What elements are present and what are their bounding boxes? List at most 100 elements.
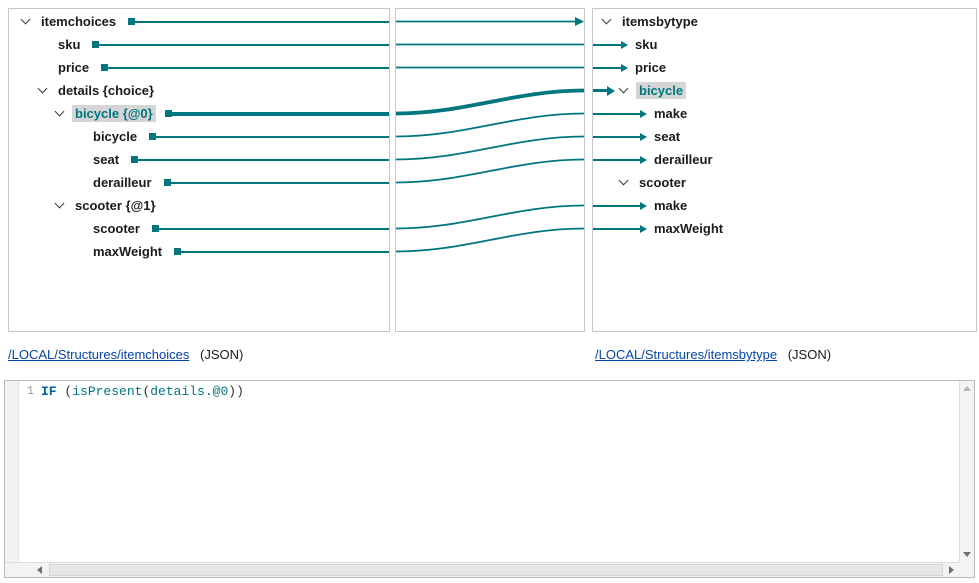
connection-wire[interactable] — [181, 250, 389, 253]
connection-canvas[interactable] — [395, 8, 585, 332]
node-label[interactable]: derailleur — [93, 175, 152, 190]
chevron-down-icon[interactable] — [54, 106, 65, 117]
node-label[interactable]: make — [654, 198, 688, 213]
chevron-down-icon[interactable] — [618, 175, 629, 186]
connection-wire[interactable] — [593, 66, 621, 69]
source-node-seat[interactable]: seat — [9, 148, 389, 171]
target-document-link[interactable]: /LOCAL/Structures/itemsbytype — [595, 347, 778, 362]
source-node-details[interactable]: details {choice} — [9, 79, 389, 102]
node-label[interactable]: maxWeight — [654, 221, 724, 236]
connection-wire[interactable] — [593, 204, 640, 207]
chevron-down-icon[interactable] — [618, 83, 629, 94]
scroll-right-icon[interactable] — [944, 563, 959, 577]
source-document-row: /LOCAL/Structures/itemchoices (JSON) — [8, 347, 243, 362]
connection-wire[interactable] — [156, 135, 389, 138]
chevron-down-icon[interactable] — [37, 83, 48, 94]
source-node-scooter[interactable]: scooter — [9, 217, 389, 240]
source-document-link[interactable]: /LOCAL/Structures/itemchoices — [8, 347, 190, 362]
node-label[interactable]: itemchoices — [41, 14, 117, 29]
node-label[interactable]: sku — [58, 37, 81, 52]
target-node-make-2[interactable]: make — [593, 194, 976, 217]
node-label-selected[interactable]: bicycle — [636, 82, 687, 99]
node-label[interactable]: derailleur — [654, 152, 713, 167]
expression-editor: 1 IF (isPresent(details.@0)) — [4, 380, 975, 578]
horizontal-scrollbar[interactable] — [5, 562, 959, 577]
node-label[interactable]: maxWeight — [93, 244, 163, 259]
arrowhead-icon — [621, 40, 628, 49]
target-node-price[interactable]: price — [593, 56, 976, 79]
expression-input[interactable]: IF (isPresent(details.@0)) — [38, 381, 959, 562]
target-document-row: /LOCAL/Structures/itemsbytype (JSON) — [595, 347, 831, 362]
source-node-sku[interactable]: sku — [9, 33, 389, 56]
scroll-down-icon[interactable] — [960, 547, 974, 562]
target-node-itemsbytype[interactable]: itemsbytype — [593, 10, 976, 33]
node-label[interactable]: scooter — [93, 221, 140, 236]
target-node-sku[interactable]: sku — [593, 33, 976, 56]
node-label-selected[interactable]: bicycle {@0} — [72, 105, 156, 122]
connection-wire-emphasized[interactable] — [593, 89, 607, 92]
node-label[interactable]: seat — [93, 152, 120, 167]
scroll-up-icon[interactable] — [960, 381, 974, 396]
connection-wire[interactable] — [108, 66, 389, 69]
node-label[interactable]: price — [58, 60, 90, 75]
connection-wire[interactable] — [593, 43, 621, 46]
connection-wire[interactable] — [99, 43, 389, 46]
scrollbar-corner — [959, 562, 974, 577]
source-node-itemchoices[interactable]: itemchoices — [9, 10, 389, 33]
source-format-label: (JSON) — [199, 347, 244, 362]
connection-wire[interactable] — [593, 227, 640, 230]
scroll-left-icon[interactable] — [33, 563, 48, 577]
connection-wire[interactable] — [135, 20, 389, 23]
connection-wire-emphasized[interactable] — [171, 111, 389, 116]
arrowhead-icon — [640, 155, 647, 164]
vertical-scrollbar[interactable] — [959, 381, 974, 562]
arrowhead-icon — [640, 224, 647, 233]
target-node-bicycle[interactable]: bicycle — [593, 79, 976, 102]
source-node-derailleur[interactable]: derailleur — [9, 171, 389, 194]
connection-wire[interactable] — [593, 112, 640, 115]
connection-wire[interactable] — [138, 158, 389, 161]
target-node-make[interactable]: make — [593, 102, 976, 125]
node-label[interactable]: bicycle — [93, 129, 138, 144]
connection-wire[interactable] — [593, 135, 640, 138]
node-label[interactable]: seat — [654, 129, 681, 144]
path-token: details.@0 — [150, 384, 229, 399]
node-label[interactable]: make — [654, 106, 688, 121]
node-label[interactable]: price — [635, 60, 667, 75]
node-label[interactable]: scooter — [639, 175, 686, 190]
connector-anchor — [128, 18, 136, 25]
target-node-scooter[interactable]: scooter — [593, 171, 976, 194]
node-label[interactable]: sku — [635, 37, 658, 52]
scrollbar-thumb[interactable] — [49, 564, 943, 576]
punct-token: ( — [56, 384, 73, 399]
target-node-maxweight[interactable]: maxWeight — [593, 217, 976, 240]
source-node-maxweight[interactable]: maxWeight — [9, 240, 389, 263]
connector-anchor — [131, 156, 139, 163]
connector-anchor — [151, 225, 159, 232]
source-node-price[interactable]: price — [9, 56, 389, 79]
connector-anchor — [149, 133, 157, 140]
chevron-down-icon[interactable] — [601, 14, 612, 25]
source-node-scooter-choice[interactable]: scooter {@1} — [9, 194, 389, 217]
punct-token: ( — [142, 384, 151, 399]
connection-line — [396, 135, 584, 161]
target-node-derailleur[interactable]: derailleur — [593, 148, 976, 171]
node-label[interactable]: itemsbytype — [622, 14, 698, 29]
arrowhead-icon — [621, 63, 628, 72]
chevron-down-icon[interactable] — [20, 14, 31, 25]
chevron-down-icon[interactable] — [54, 198, 65, 209]
connection-line-emphasized — [396, 88, 584, 116]
connection-wire[interactable] — [170, 181, 389, 184]
arrowhead-icon — [640, 201, 647, 210]
source-node-bicycle[interactable]: bicycle — [9, 125, 389, 148]
connection-wire[interactable] — [158, 227, 389, 230]
connector-anchor — [101, 64, 109, 71]
source-node-bicycle-choice[interactable]: bicycle {@0} — [9, 102, 389, 125]
node-label[interactable]: scooter {@1} — [75, 198, 156, 213]
connection-lines[interactable] — [396, 9, 584, 331]
target-node-seat[interactable]: seat — [593, 125, 976, 148]
node-label[interactable]: details {choice} — [58, 83, 155, 98]
connection-wire[interactable] — [593, 158, 640, 161]
connector-anchor — [163, 179, 171, 186]
